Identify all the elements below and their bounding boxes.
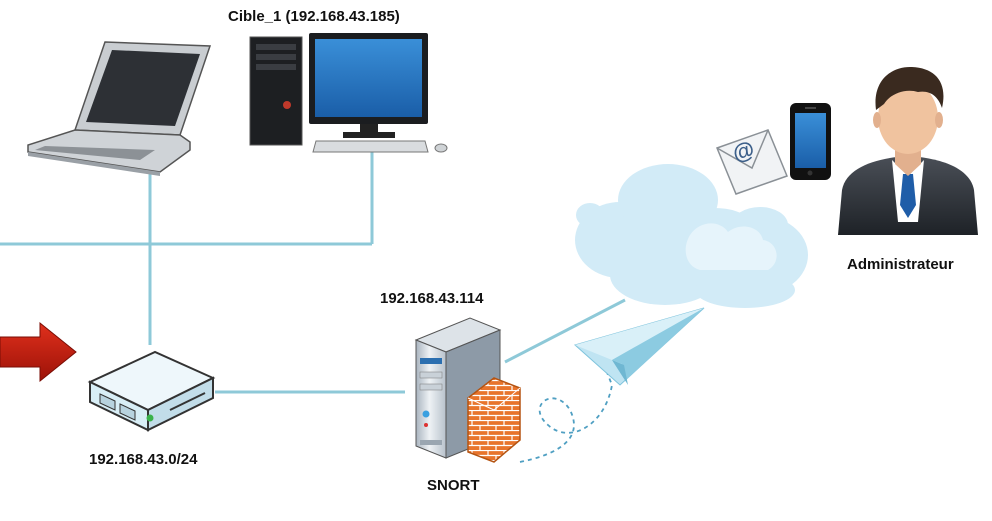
laptop-icon xyxy=(27,41,212,176)
snort-label: SNORT xyxy=(427,477,480,494)
snort-cloud-link-line xyxy=(504,298,626,364)
network-links xyxy=(0,152,626,394)
email-icon: @ xyxy=(716,129,788,195)
network-address-label: 192.168.43.0/24 xyxy=(89,451,198,468)
arrow-icon xyxy=(0,321,77,383)
paper-plane-icon xyxy=(573,307,705,386)
router-icon xyxy=(87,350,216,432)
cloud-icon xyxy=(575,164,808,308)
firewall-icon xyxy=(467,377,521,463)
dashed-flight-path xyxy=(519,369,613,463)
administrator-icon xyxy=(838,66,978,235)
smartphone-icon xyxy=(790,103,831,180)
administrator-label: Administrateur xyxy=(847,256,954,273)
target-host-label: Cible_1 (192.168.43.185) xyxy=(228,8,400,25)
desktop-computer-icon xyxy=(249,33,448,153)
snort-ip-label: 192.168.43.114 xyxy=(380,290,484,307)
